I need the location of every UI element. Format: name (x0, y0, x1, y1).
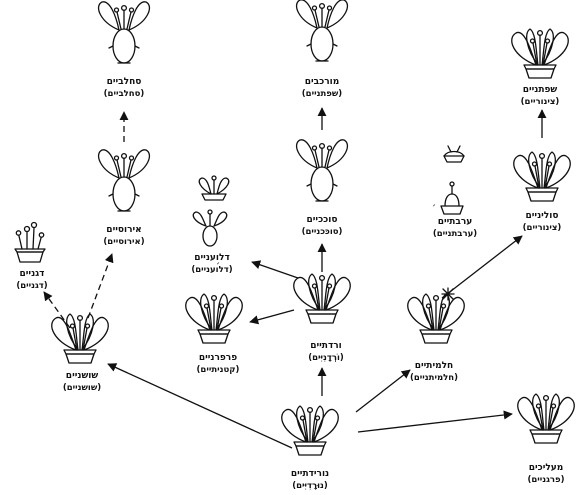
edge-ranales-liliales (107, 363, 293, 449)
flower-asclepiadales (97, 1, 151, 64)
label-ranales-sub: (נוּרָדִיִּים) (292, 481, 328, 491)
label-labiatae: שפתניים (523, 85, 558, 95)
edge-ranales-centrospermae (355, 369, 411, 413)
flower-thymelaeales (440, 181, 464, 215)
footnote-mark: ‏‏׳ (216, 260, 220, 271)
label-rosales-sub: (וֹרְדָנִיִּים) (308, 353, 344, 363)
flower-gramineae (14, 221, 46, 263)
star-icon (441, 287, 455, 301)
label-liliales: שושניים (66, 371, 99, 381)
label-parietales: מעליכים (529, 463, 564, 473)
label-umbellales: סוככיים (307, 215, 338, 225)
label-tubiflorae: סוליניים (526, 211, 559, 221)
flower-labiatae (511, 28, 569, 79)
label-orchidales: אירוסיים (106, 225, 141, 235)
flower-umbellales (295, 139, 349, 202)
edge-rosales-rhoeadales (249, 309, 295, 325)
label-ranales: נורידתיים (291, 469, 329, 479)
label-rhoeadales: פרפרניים (199, 353, 237, 363)
label-gramineae: דגניים (20, 269, 45, 279)
label-rosales: ורדתיים (310, 341, 342, 351)
edge-ranales-parietales (357, 410, 513, 433)
label-juglandales: דלועניים (194, 253, 229, 263)
edges (43, 107, 547, 449)
flower-juglandales (192, 209, 228, 247)
flower-liliales (51, 313, 109, 364)
flower-parietales (517, 393, 575, 444)
flower-thymelaeales-top (443, 145, 465, 163)
edge-liliales-orchidales (87, 253, 114, 319)
label-asclepiadales-sub: (סחלביים) (104, 89, 145, 99)
edge-liliales-gramineae (43, 291, 71, 329)
label-centrospermae: חלמיתיים (415, 361, 454, 371)
labels: סחלביים (סחלביים) מורכבים (שפתניים) שפתנ… (16, 77, 564, 491)
flower-centrospermae (407, 293, 465, 344)
flower-rosales (293, 273, 351, 324)
label-tubiflorae-sub: (צינוריים) (523, 223, 562, 233)
label-liliales-sub: (שושניים) (63, 383, 101, 393)
edge-centrospermae-tubiflorae (441, 235, 523, 299)
footnote-mark-2: ׳ (432, 202, 436, 213)
flower-orchidales (97, 149, 151, 212)
label-parietales-sub: (פרגניים) (527, 475, 564, 485)
label-compositae: מורכבים (305, 77, 340, 87)
label-rhoeadales-sub: (קטניתיים) (197, 365, 240, 375)
label-compositae-sub: (שפתניים) (302, 89, 343, 99)
label-orchidales-sub: (אירוסיים) (103, 237, 144, 247)
label-umbellales-sub: (סוכּכניים) (302, 227, 343, 237)
label-gramineae-sub: (דגניים) (16, 281, 47, 291)
label-labiatae-sub: (צינוריים) (521, 97, 560, 107)
flower-tubiflorae (513, 151, 571, 202)
flower-rhoeadales (185, 293, 243, 344)
label-juglandales-sub: (דלועניים) (191, 265, 232, 275)
flower-compositae (295, 0, 349, 62)
label-thymelaeales: ערבתיים (438, 217, 473, 227)
label-thymelaeales-sub: (ערבתניים) (433, 229, 477, 239)
flowers (14, 0, 575, 456)
label-centrospermae-sub: (חלמיתניים) (410, 373, 458, 383)
edge-rosales-juglandales (251, 260, 299, 279)
label-asclepiadales: סחלביים (107, 77, 142, 87)
flower-juglandales-top (198, 175, 230, 201)
